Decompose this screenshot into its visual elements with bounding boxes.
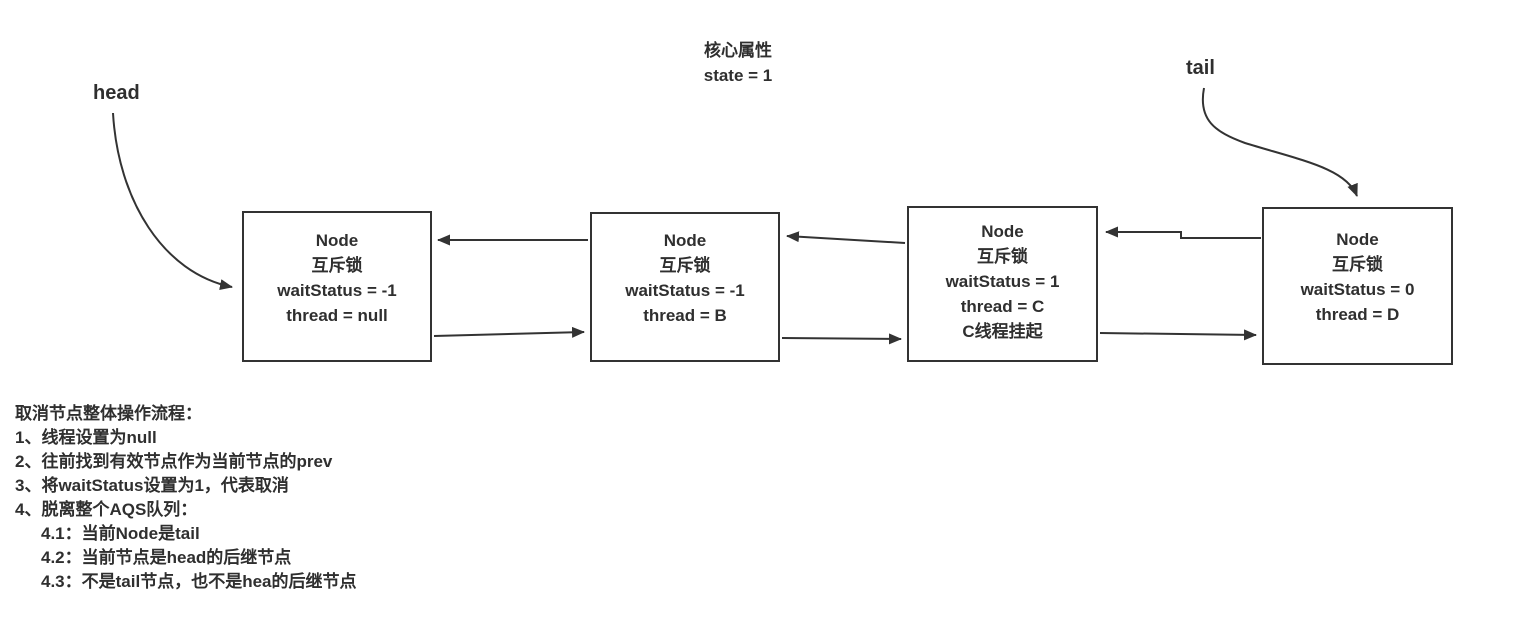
node-title: Node [315,230,359,250]
node-thread: thread = C [960,296,1045,316]
notes-step-1: 1、线程设置为null [15,428,157,447]
core-attribute-state: state = 1 [703,66,773,85]
node-thread: thread = null [286,305,388,325]
node-thread-parked-note: C线程挂起 [962,321,1043,341]
node-wait-status: waitStatus = 0 [1300,280,1415,299]
node-box-head: Node 互斥锁 waitStatus = -1 thread = null [242,211,432,362]
node-lock-type: 互斥锁 [659,256,711,275]
notes-step-3: 3、将waitStatus设置为1，代表取消 [15,476,289,495]
node-box-thread-c: Node 互斥锁 waitStatus = 1 thread = C C线程挂起 [907,206,1098,362]
core-attribute-title: 核心属性 [704,41,772,60]
node-thread: thread = D [1315,305,1400,324]
node-box-thread-b: Node 互斥锁 waitStatus = -1 thread = B [590,212,780,362]
next-arrow-node2-to-node3 [781,333,902,345]
prev-arrow-node3-to-node2 [786,231,906,244]
notes-step-4: 4、脱离整个AQS队列： [15,500,198,519]
notes-step-4-1: 4.1：当前Node是tail [41,524,200,543]
node-wait-status: waitStatus = -1 [625,281,745,300]
head-pointer-label: head [93,82,140,104]
tail-pointer-label: tail [1186,57,1215,79]
prev-arrow-node4-to-node3 [1105,226,1261,239]
cancel-flow-notes: 取消节点整体操作流程： 1、线程设置为null 2、往前找到有效节点作为当前节点… [15,402,357,594]
node-title: Node [981,221,1024,241]
node-wait-status: waitStatus = -1 [277,280,397,300]
node-title: Node [1336,230,1379,249]
node-wait-status: waitStatus = 1 [945,271,1060,291]
tail-pointer-arrow [1201,87,1358,197]
core-attribute-block: 核心属性 state = 1 [653,38,823,88]
next-arrow-node3-to-node4 [1099,329,1257,341]
notes-step-4-3: 4.3：不是tail节点，也不是hea的后继节点 [41,572,357,591]
node-box-thread-d: Node 互斥锁 waitStatus = 0 thread = D [1262,207,1453,365]
head-pointer-arrow [112,112,233,290]
node-lock-type: 互斥锁 [311,255,363,275]
notes-step-2: 2、往前找到有效节点作为当前节点的prev [15,452,333,471]
notes-title: 取消节点整体操作流程： [15,404,202,423]
notes-step-4-2: 4.2：当前节点是head的后继节点 [41,548,292,567]
node-title: Node [663,231,707,250]
next-arrow-node1-to-node2 [433,326,585,338]
node-thread: thread = B [643,306,727,325]
node-lock-type: 互斥锁 [977,246,1028,266]
node-lock-type: 互斥锁 [1332,255,1383,274]
